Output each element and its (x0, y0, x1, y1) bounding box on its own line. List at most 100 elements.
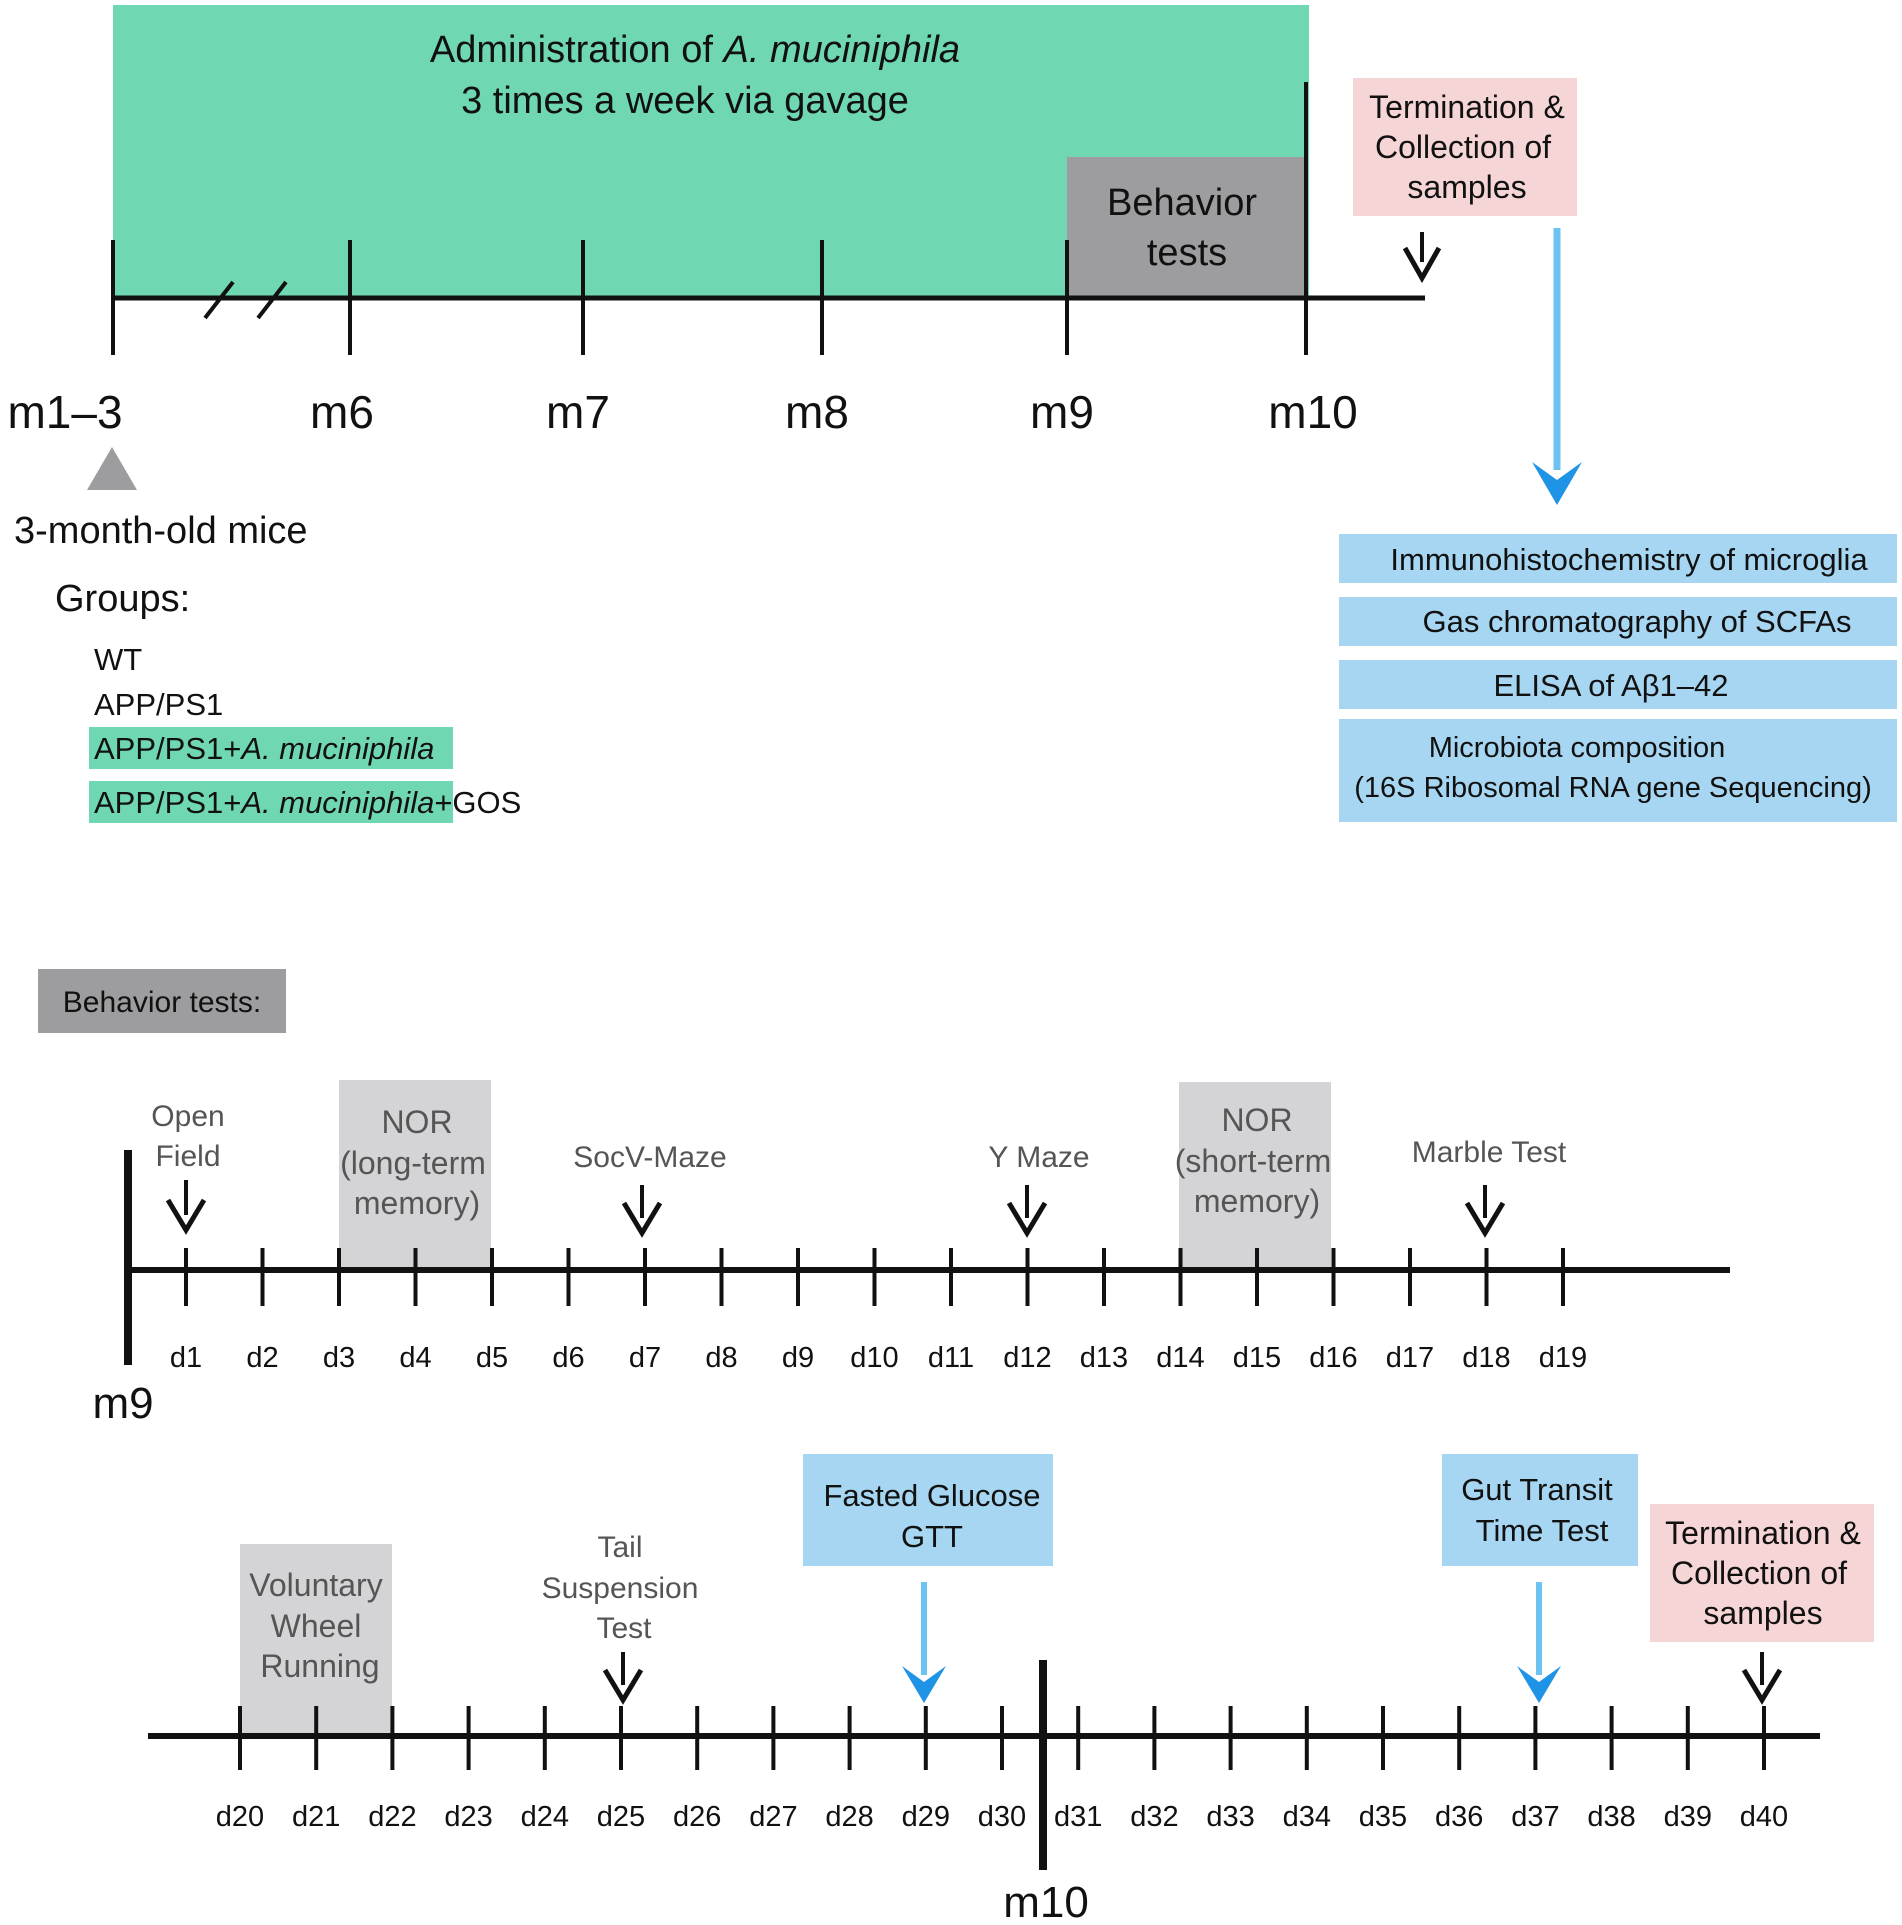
day-label-d17: d17 (1386, 1342, 1434, 1374)
day-label-d3: d3 (323, 1342, 355, 1374)
analysis-text-1: Immunohistochemistry of microglia (1390, 542, 1868, 577)
day-label-d18: d18 (1462, 1342, 1510, 1374)
behavior-box-line1: Behavior (1107, 182, 1257, 224)
open-field-arrow (165, 1180, 207, 1235)
row1-month-label: m9 (92, 1379, 153, 1428)
gtt-line2: GTT (901, 1519, 963, 1554)
behavior-heading-box (38, 969, 286, 1033)
marble-label: Marble Test (1412, 1136, 1567, 1169)
socv-arrow (621, 1185, 663, 1238)
month-label-m9: m9 (1030, 386, 1094, 438)
group-highlight-4 (89, 781, 453, 823)
termination-bottom-arrow (1741, 1652, 1783, 1705)
tail-line3: Test (596, 1612, 652, 1645)
analysis-text-4a: Microbiota composition (1429, 732, 1726, 764)
socv-label: SocV-Maze (573, 1141, 726, 1174)
day-label-d22: d22 (368, 1801, 416, 1833)
row2-ticks (238, 1706, 1766, 1770)
analysis-text-4b: (16S Ribosomal RNA gene Sequencing) (1354, 772, 1871, 804)
day-label-d19: d19 (1539, 1342, 1587, 1374)
day-label-d20: d20 (216, 1801, 264, 1833)
day-label-d36: d36 (1435, 1801, 1483, 1833)
day-label-d8: d8 (705, 1342, 737, 1374)
open-field-line2: Field (155, 1140, 220, 1173)
day-label-d33: d33 (1206, 1801, 1254, 1833)
day-label-d32: d32 (1130, 1801, 1178, 1833)
day-label-d25: d25 (597, 1801, 645, 1833)
axis-break-1 (203, 280, 235, 320)
administration-subtitle: 3 times a week via gavage (461, 80, 909, 122)
day-label-d6: d6 (552, 1342, 584, 1374)
day-label-d27: d27 (749, 1801, 797, 1833)
ymaze-label: Y Maze (988, 1141, 1089, 1174)
behavior-box-line2: tests (1147, 232, 1227, 274)
termination-box-top (1353, 78, 1577, 216)
analysis-box-2 (1339, 597, 1897, 646)
nor-long-line1: NOR (381, 1104, 452, 1140)
analysis-box-3 (1339, 660, 1897, 709)
analysis-arrow-head (1532, 462, 1582, 505)
month-label-m1-3: m1–3 (7, 386, 122, 438)
day-label-d11: d11 (928, 1342, 974, 1374)
day-label-d37: d37 (1511, 1801, 1559, 1833)
gtt-line1: Fasted Glucose (823, 1478, 1040, 1513)
day-label-d29: d29 (902, 1801, 950, 1833)
group-item-3: APP/PS1+A. muciniphila (94, 731, 434, 766)
day-label-d40: d40 (1740, 1801, 1788, 1833)
day-label-d34: d34 (1283, 1801, 1331, 1833)
termination-box-bottom (1650, 1504, 1874, 1642)
behavior-tests-box (1067, 157, 1307, 298)
nor-short-line3: memory) (1194, 1183, 1320, 1219)
nor-short-line2: (short-term (1175, 1143, 1331, 1179)
day-label-d21: d21 (292, 1801, 340, 1833)
wheel-box (240, 1544, 392, 1736)
wheel-line2: Wheel (271, 1608, 362, 1644)
ymaze-arrow (1006, 1185, 1048, 1238)
analysis-text-3: ELISA of Aβ1–42 (1493, 668, 1728, 703)
day-label-d1: d1 (170, 1342, 202, 1374)
administration-title: Administration of A. muciniphila (430, 29, 960, 71)
termination-top-arrow-head (1402, 246, 1442, 284)
top-timeline: Administration of A. muciniphila 3 times… (7, 5, 1897, 823)
day-label-d2: d2 (246, 1342, 278, 1374)
day-label-d26: d26 (673, 1801, 721, 1833)
month-label-m6: m6 (310, 386, 374, 438)
day-label-d14: d14 (1156, 1342, 1204, 1374)
day-label-d28: d28 (825, 1801, 873, 1833)
day-label-d7: d7 (629, 1342, 661, 1374)
nor-short-line1: NOR (1221, 1102, 1292, 1138)
day-label-d4: d4 (399, 1342, 431, 1374)
day-label-d10: d10 (850, 1342, 898, 1374)
day-label-d5: d5 (476, 1342, 508, 1374)
analysis-box-1 (1339, 534, 1897, 583)
day-label-d39: d39 (1664, 1801, 1712, 1833)
day-label-d12: d12 (1003, 1342, 1051, 1374)
open-field-line1: Open (151, 1100, 224, 1133)
day-label-d31: d31 (1054, 1801, 1102, 1833)
day-label-d38: d38 (1587, 1801, 1635, 1833)
wheel-line1: Voluntary (249, 1567, 382, 1603)
tail-arrow (602, 1652, 644, 1705)
wheel-line3: Running (260, 1648, 379, 1684)
analysis-text-2: Gas chromatography of SCFAs (1422, 604, 1851, 639)
start-marker-triangle (87, 447, 137, 490)
group-item-1: WT (94, 642, 142, 677)
gut-arrow (1517, 1582, 1561, 1703)
termination-bottom-line2: Collection of (1671, 1555, 1847, 1591)
termination-top-line2: Collection of (1375, 129, 1551, 165)
behavior-heading: Behavior tests: (63, 986, 261, 1019)
analysis-box-4 (1339, 719, 1897, 822)
termination-top-line1: Termination & (1369, 89, 1565, 125)
nor-long-box (339, 1080, 491, 1270)
month-label-m8: m8 (785, 386, 849, 438)
nor-short-box (1179, 1082, 1331, 1270)
nor-long-line3: memory) (354, 1185, 480, 1221)
group-item-2: APP/PS1 (94, 687, 223, 722)
termination-bottom-line3: samples (1703, 1595, 1822, 1631)
day-label-d35: d35 (1359, 1801, 1407, 1833)
groups-label: Groups: (55, 578, 190, 620)
